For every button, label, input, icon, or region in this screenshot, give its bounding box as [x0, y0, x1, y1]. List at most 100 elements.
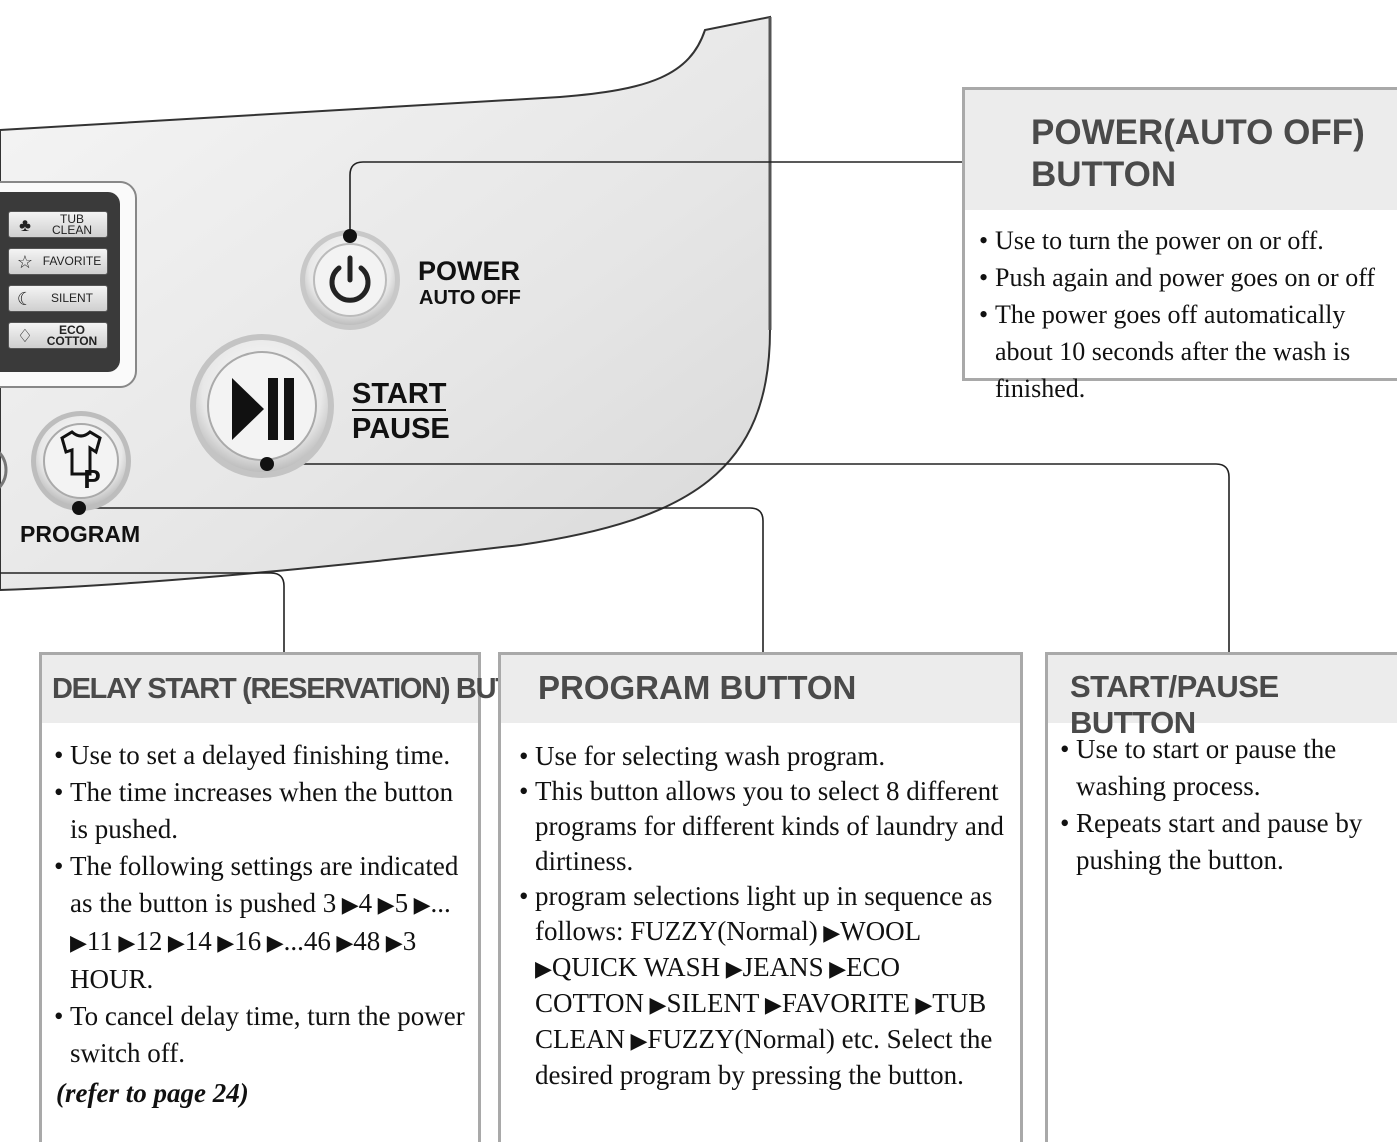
power-box-title-line1: POWER(AUTO OFF): [1031, 113, 1365, 152]
delay-sequence-item: ...: [430, 888, 451, 918]
program-box-sequence-item: program selections light up in sequence …: [519, 879, 1014, 1093]
pause-label: PAUSE: [352, 413, 450, 445]
delay-sequence-item: 12: [135, 926, 163, 956]
power-icon: [329, 255, 371, 303]
delay-sequence-item: 5: [394, 888, 409, 918]
tub-clean-icon: ♣: [19, 214, 31, 235]
program-box-item: Use for selecting wash program.: [519, 739, 1014, 774]
sequence-arrow-icon: ▶: [823, 956, 847, 981]
delay-box-title: DELAY START (RESERVATION) BUTTON: [42, 655, 570, 723]
mode-tub-clean: ♣ TUB CLEAN: [8, 211, 108, 238]
star-icon: ☆: [16, 251, 34, 272]
play-pause-icon: [232, 378, 294, 440]
delay-box-item: Use to set a delayed finishing time.: [54, 737, 472, 774]
power-box-title: POWER(AUTO OFF) BUTTON: [965, 90, 1397, 210]
power-button[interactable]: [300, 230, 400, 330]
program-icon-letter: P: [83, 464, 100, 494]
mode-silent: ☾ SILENT: [8, 285, 108, 312]
delay-sequence-item: 48: [353, 926, 381, 956]
sequence-arrow-icon: ▶: [759, 992, 782, 1017]
delay-sequence-item: 16: [234, 926, 262, 956]
power-label: POWER: [418, 256, 520, 286]
sequence-arrow-icon: ▶: [720, 956, 743, 981]
program-sequence-item: TUB CLEAN: [535, 988, 987, 1054]
start-pause-leader-dot: [260, 457, 274, 471]
delay-sequence-item: ...46: [283, 926, 331, 956]
sequence-arrow-icon: ▶: [817, 920, 841, 945]
delay-box-item: The time increases when the button is pu…: [54, 774, 472, 848]
power-leader-dot: [343, 229, 357, 243]
sequence-arrow-icon: ▶: [408, 892, 431, 917]
power-box-list: Use to turn the power on or off. Push ag…: [965, 210, 1397, 407]
sequence-arrow-icon: ▶: [261, 930, 284, 955]
delay-box-sequence-item: The following settings are indicated as …: [54, 848, 472, 998]
program-sequence-item: SILENT: [666, 988, 760, 1018]
mode-eco-cotton-label: ECO COTTON: [46, 322, 98, 348]
power-info-box: POWER(AUTO OFF) BUTTON Use to turn the p…: [962, 87, 1397, 403]
sequence-arrow-icon: ▶: [211, 930, 235, 955]
start-pause-box-item: Use to start or pause the washing proces…: [1060, 731, 1392, 805]
delay-sequence-item: 11: [86, 926, 113, 956]
sequence-arrow-icon: ▶: [336, 892, 359, 917]
delay-sequence-intro: The following settings are indicated as …: [70, 851, 459, 918]
power-box-item: Push again and power goes on or off: [979, 259, 1397, 296]
delay-box-item: To cancel delay time, turn the power swi…: [54, 998, 472, 1072]
sequence-arrow-icon: ▶: [162, 930, 185, 955]
eco-leaf-icon: ♢: [16, 325, 34, 346]
program-sequence-item: ECO COTTON: [535, 952, 901, 1018]
delay-sequence: 3 ▶4 ▶5 ▶... ▶11 ▶12 ▶14 ▶16 ▶...46 ▶48 …: [70, 888, 451, 994]
power-box-item: Use to turn the power on or off.: [979, 222, 1397, 259]
power-box-item: The power goes off automatically about 1…: [979, 296, 1395, 407]
sequence-arrow-icon: ▶: [625, 1028, 648, 1053]
auto-off-label: AUTO OFF: [419, 287, 521, 309]
program-leader-dot: [72, 501, 86, 515]
mode-favorite-label: FAVORITE: [42, 254, 102, 268]
sequence-arrow-icon: ▶: [380, 930, 403, 955]
program-sequence-item: FAVORITE: [781, 988, 910, 1018]
leader-program: [79, 507, 764, 652]
sequence-arrow-icon: ▶: [644, 992, 667, 1017]
start-pause-button[interactable]: [190, 334, 334, 478]
delay-box-list: Use to set a delayed finishing time. The…: [42, 723, 478, 1072]
program-sequence-item: WOOL: [840, 916, 922, 946]
mode-favorite: ☆ FAVORITE: [8, 248, 108, 275]
leader-power: [349, 161, 964, 236]
start-pause-box-title: START/PAUSE BUTTON: [1048, 655, 1397, 740]
sequence-arrow-icon: ▶: [330, 930, 354, 955]
sequence-arrow-icon: ▶: [909, 992, 933, 1017]
start-label: START: [352, 378, 447, 410]
program-sequence-outro: Select the desired program by pressing t…: [535, 1024, 993, 1090]
program-sequence-item: JEANS: [742, 952, 824, 982]
sequence-arrow-icon: ▶: [372, 892, 395, 917]
sequence-arrow-icon: ▶: [70, 930, 87, 955]
mode-silent-label: SILENT: [50, 291, 93, 305]
program-sequence-intro: program selections light up in sequence …: [535, 881, 993, 946]
silent-moon-icon: ☾: [16, 288, 34, 309]
program-sequence-item: FUZZY(Normal): [630, 916, 818, 946]
start-pause-info-box: START/PAUSE BUTTON Use to start or pause…: [1045, 652, 1397, 1142]
program-label: PROGRAM: [20, 521, 140, 547]
mode-eco-cotton: ♢ ECO COTTON: [8, 322, 108, 349]
delay-info-box: DELAY START (RESERVATION) BUTTON Use to …: [39, 652, 570, 1142]
delay-sequence-item: 3: [322, 888, 337, 918]
program-box-item: This button allows you to select 8 diffe…: [519, 774, 1014, 879]
start-pause-box-list: Use to start or pause the washing proces…: [1048, 723, 1397, 879]
program-sequence: FUZZY(Normal) ▶WOOL ▶QUICK WASH ▶JEANS ▶…: [535, 916, 986, 1054]
partial-button[interactable]: [0, 444, 8, 496]
power-box-title-line2: BUTTON: [1031, 155, 1177, 194]
delay-sequence-item: 3 HOUR.: [70, 926, 417, 994]
shirt-p-icon: P: [60, 430, 102, 494]
program-sequence-item: QUICK WASH: [551, 952, 721, 982]
program-button[interactable]: P: [31, 411, 131, 511]
program-sequence-item: FUZZY(Normal) etc.: [647, 1024, 880, 1054]
sequence-arrow-icon: ▶: [535, 956, 552, 981]
program-box-title: PROGRAM BUTTON: [501, 655, 1020, 723]
leader-delay: [0, 572, 285, 652]
mode-tub-clean-label: TUB CLEAN: [51, 211, 92, 237]
leader-start-pause: [267, 463, 1230, 652]
delay-sequence-item: 14: [184, 926, 212, 956]
program-info-box: PROGRAM BUTTON Use for selecting wash pr…: [498, 652, 1023, 1142]
delay-sequence-item: 4: [358, 888, 373, 918]
start-pause-box-item: Repeats start and pause by pushing the b…: [1060, 805, 1392, 879]
program-box-list: Use for selecting wash program. This but…: [501, 723, 1020, 1093]
